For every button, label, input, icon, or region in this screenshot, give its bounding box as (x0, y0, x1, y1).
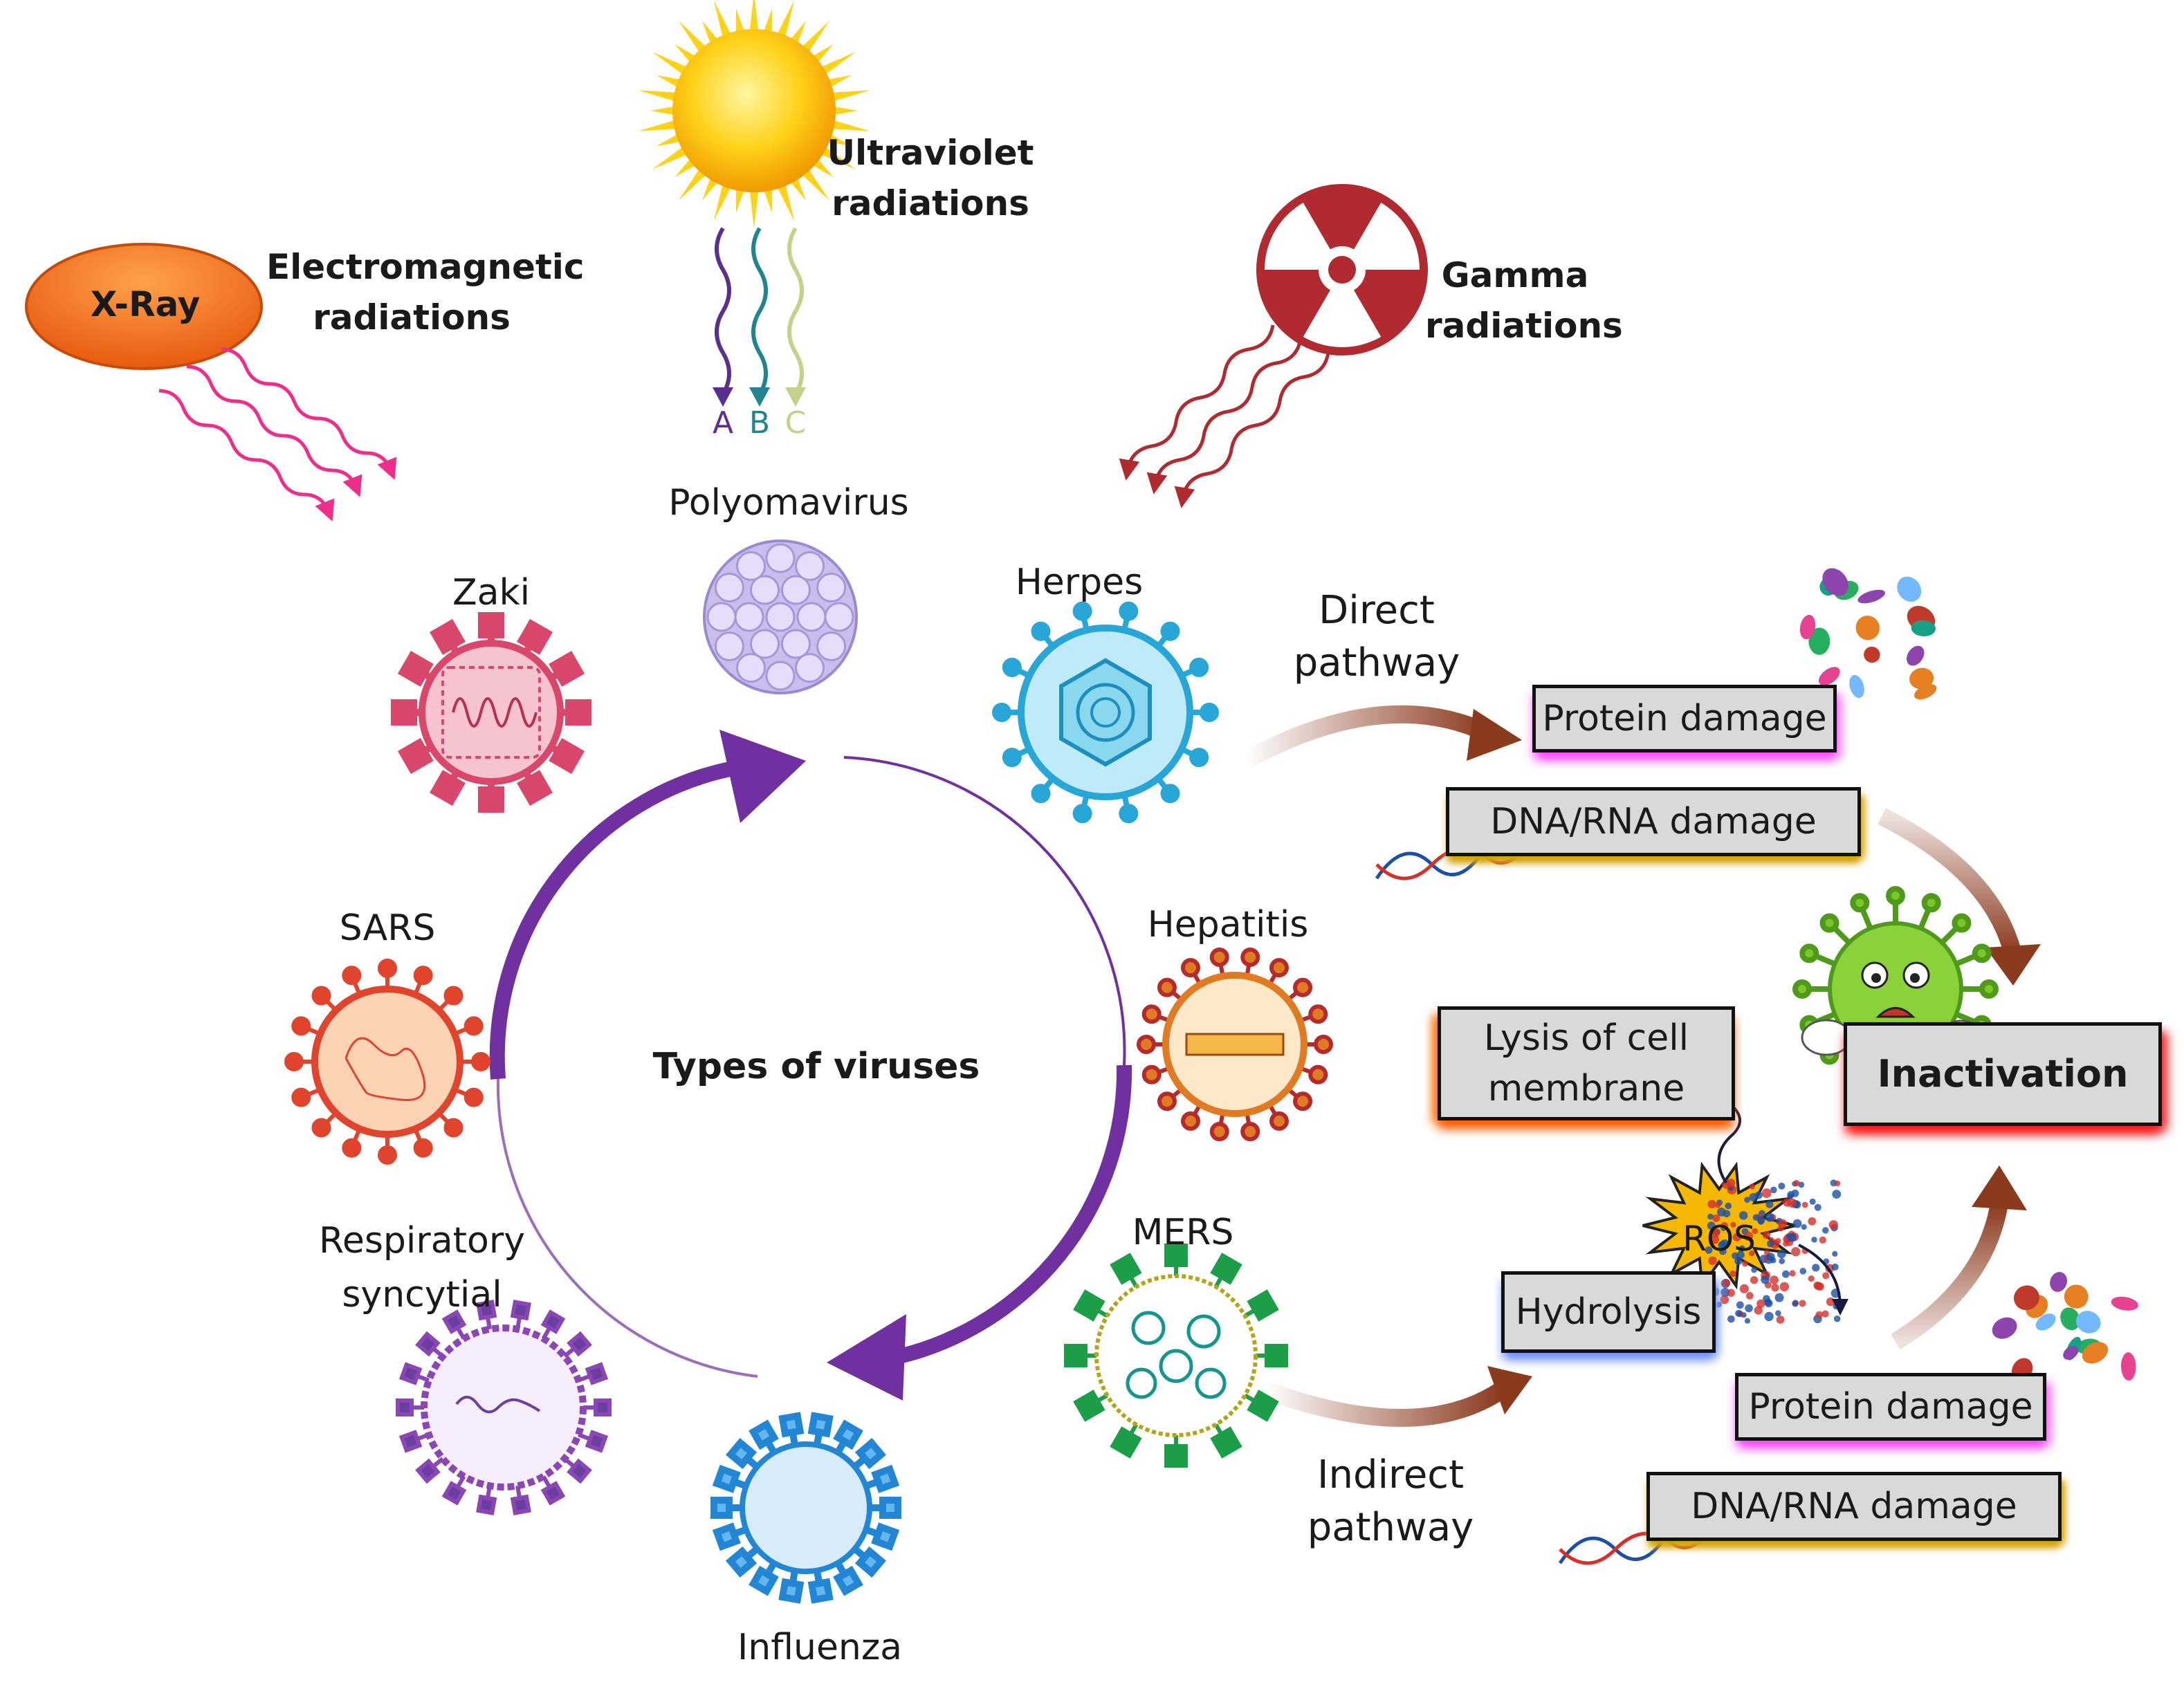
direct-pathway-arrow-icon (1240, 705, 1522, 769)
uv-band-b: B (749, 405, 771, 441)
cycle-ring (489, 756, 1132, 1378)
hydrolysis-box: Hydrolysis (1501, 1271, 1716, 1353)
influenza-icon (710, 1412, 901, 1604)
virus-label-respiratory-syncytial: Respiratory syncytial (319, 1220, 525, 1316)
indirect-pathway-label: Indirect pathway (1307, 1452, 1474, 1550)
cycle-arrowhead-bottom-icon (827, 1314, 906, 1401)
virus-label-herpes: Herpes (1015, 562, 1144, 603)
gamma-waves-icon (1119, 324, 1330, 508)
herpes-icon (992, 601, 1219, 824)
mers-icon (1064, 1244, 1288, 1468)
direct-protein-damage-box: Protein damage (1532, 685, 1837, 753)
virus-label-zaki: Zaki (452, 572, 531, 613)
hepatitis-icon (1137, 947, 1333, 1142)
virus-label-polyomavirus: Polyomavirus (668, 482, 909, 524)
ros-protein-arrow-icon (1798, 1244, 1848, 1316)
electromagnetic-label: Electromagnetic radiations (266, 247, 585, 338)
to-inactivation-arrow-icon (1878, 808, 2041, 986)
gamma-label: Gamma radiations (1425, 255, 1623, 346)
virus-label-influenza: Influenza (737, 1627, 903, 1668)
cycle-arrowhead-top-icon (719, 730, 806, 823)
cycle-center-label: Types of viruses (652, 1046, 980, 1087)
ultraviolet-label: Ultraviolet radiations (827, 133, 1034, 223)
uv-band-c: C (784, 405, 807, 441)
xray-waves-icon (158, 347, 397, 522)
uv-band-a: A (712, 405, 734, 441)
polyomavirus-icon (703, 539, 858, 694)
respiratory-syncytial-icon (396, 1300, 612, 1515)
virus-label-sars: SARS (339, 907, 436, 949)
direct-pathway-label: Direct pathway (1293, 588, 1460, 685)
lysis-box: Lysis of cell membrane (1438, 1006, 1735, 1120)
zaki-icon (391, 612, 591, 813)
xray-source-icon (25, 243, 263, 370)
from-indirect-arrow-icon (1891, 1165, 2027, 1350)
inactivation-box: Inactivation (1844, 1022, 2162, 1126)
sun-icon (638, 0, 870, 228)
uv-waves-icon (713, 227, 806, 407)
virus-label-mers: MERS (1132, 1212, 1234, 1253)
sars-icon (284, 959, 490, 1165)
ros-label: ROS (1682, 1219, 1756, 1259)
indirect-pathway-arrow-icon (1263, 1366, 1532, 1427)
virus-label-hepatitis: Hepatitis (1147, 904, 1309, 945)
direct-dna-rna-damage-box: DNA/RNA damage (1446, 787, 1861, 856)
radiation-trefoil-icon (1256, 184, 1428, 356)
protein-fragments-direct-icon (1799, 568, 1937, 700)
indirect-protein-damage-box: Protein damage (1735, 1373, 2046, 1441)
xray-badge: X-Ray (90, 284, 201, 324)
indirect-dna-rna-damage-box: DNA/RNA damage (1646, 1472, 2062, 1541)
